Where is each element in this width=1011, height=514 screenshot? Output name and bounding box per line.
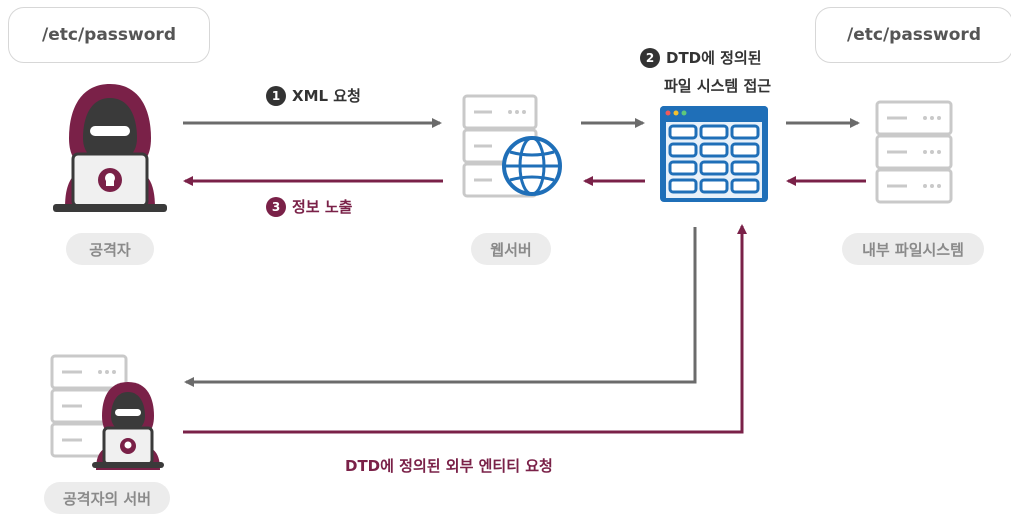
external-entity-text: DTD에 정의된 외부 엔티티 요청 <box>345 457 553 475</box>
node-label-filesystem: 내부 파일시스템 <box>842 233 984 265</box>
attacker-server-icon <box>50 354 164 470</box>
path-box-left: /etc/password <box>8 7 210 63</box>
step2-line2: 파일 시스템 접근 <box>664 77 772 95</box>
node-label-attacker: 공격자 <box>66 233 154 265</box>
node-label-webserver: 웹서버 <box>471 233 551 265</box>
step1-text: XML 요청 <box>292 87 361 105</box>
step2-label: 2 DTD에 정의된 <box>640 47 762 68</box>
dtd-window-icon <box>660 106 768 202</box>
filesystem-server-icon <box>875 100 953 204</box>
path-box-right: /etc/password <box>815 7 1011 63</box>
webserver-icon <box>462 94 562 198</box>
path-label-left: /etc/password <box>42 25 176 45</box>
arrow-dtd-to-attacker-server <box>184 227 697 387</box>
step1-label: 1 XML 요청 <box>266 85 361 106</box>
node-label-attacker-server: 공격자의 서버 <box>44 482 170 514</box>
step3-text: 정보 노출 <box>292 198 353 216</box>
arrow-external-entity-request <box>183 224 747 434</box>
step2-line1: DTD에 정의된 <box>666 49 762 67</box>
step2-label-line2: 파일 시스템 접근 <box>664 75 771 96</box>
step3-label: 3 정보 노출 <box>266 196 352 217</box>
external-entity-label: DTD에 정의된 외부 엔티티 요청 <box>345 455 553 476</box>
hacker-icon <box>53 84 167 212</box>
step3-number: 3 <box>266 196 286 217</box>
step1-number: 1 <box>266 85 286 106</box>
path-label-right: /etc/password <box>847 25 981 45</box>
step2-number: 2 <box>640 47 660 68</box>
